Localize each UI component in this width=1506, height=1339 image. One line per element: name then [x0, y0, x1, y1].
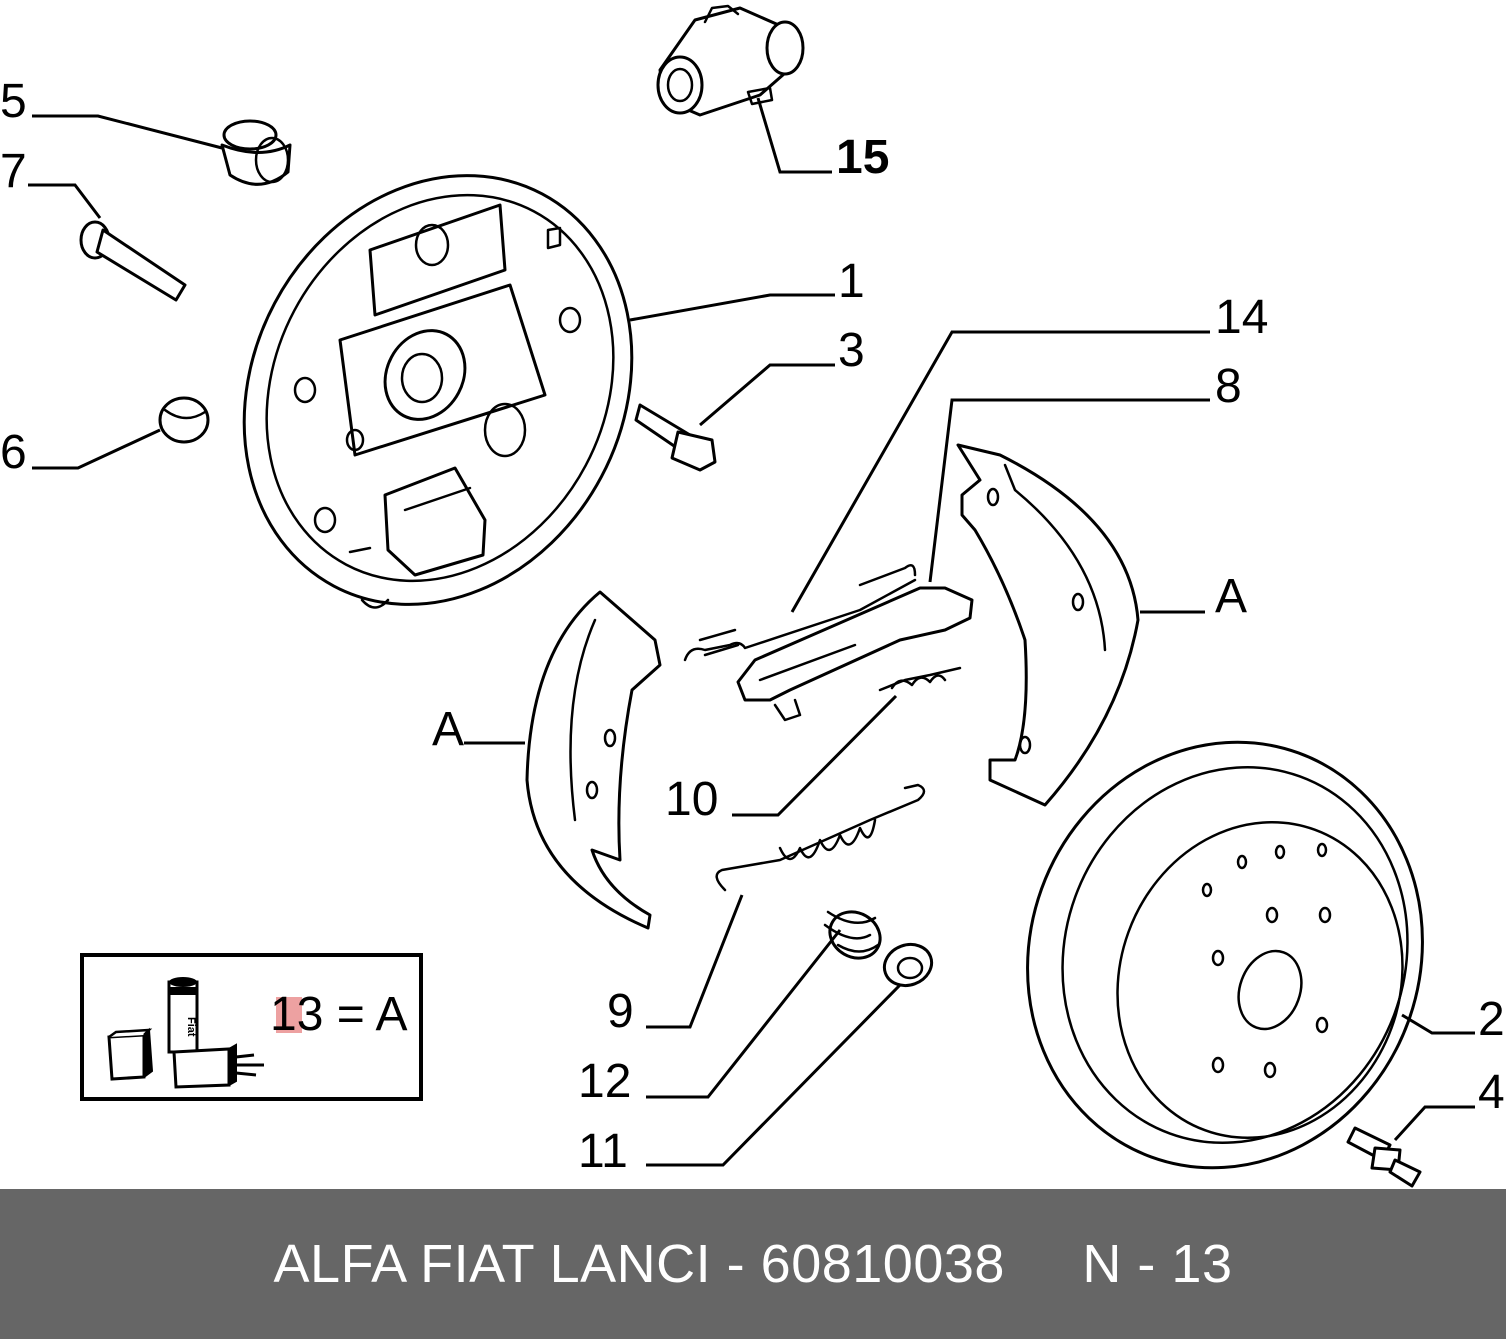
callout-7: 7 — [0, 145, 27, 198]
callout-15: 15 — [836, 131, 889, 184]
lubricant-kit-icon: Fiat — [107, 977, 264, 1089]
callout-10: 10 — [665, 773, 718, 826]
brake-drum-part-2 — [1026, 740, 1424, 1170]
brake-shoe-left — [525, 590, 662, 930]
leader-lines — [28, 97, 1475, 1167]
callout-labels: 5 7 6 15 1 3 14 8 A A 10 9 12 11 2 4 — [0, 75, 1505, 1178]
adjuster-assembly-parts-8-10-14 — [683, 563, 974, 722]
spring-part-9 — [715, 783, 926, 892]
wheel-bolt-part-4 — [1346, 1126, 1422, 1188]
bolt-part-3 — [634, 403, 717, 472]
callout-9: 9 — [607, 985, 634, 1038]
callout-a-left: A — [432, 703, 464, 756]
legend-equation: 13 = A — [270, 988, 408, 1041]
grommet-part-5 — [220, 119, 292, 186]
tube-label: Fiat — [185, 1017, 197, 1037]
callout-2: 2 — [1478, 993, 1505, 1046]
callout-4: 4 — [1478, 1066, 1505, 1119]
callout-a-right: A — [1215, 570, 1247, 623]
callout-5: 5 — [0, 75, 27, 128]
legend-highlight-mark — [276, 997, 302, 1033]
brake-shoe-right — [956, 443, 1140, 807]
wheel-cylinder-part-15 — [656, 4, 805, 117]
callout-6: 6 — [0, 426, 27, 479]
pin-part-7 — [79, 220, 187, 302]
callout-14: 14 — [1215, 291, 1268, 344]
spring-part-12 — [823, 910, 882, 960]
callout-1: 1 — [838, 255, 865, 308]
plug-part-6 — [158, 396, 210, 444]
footer-part-reference: ALFA FIAT LANCI - 60810038 N - 13 — [273, 1234, 1233, 1294]
callout-8: 8 — [1215, 360, 1242, 413]
washer-part-11 — [882, 942, 934, 988]
footer-bar: ALFA FIAT LANCI - 60810038 N - 13 — [0, 1189, 1506, 1339]
backing-plate-part-1 — [242, 174, 634, 609]
callout-12: 12 — [578, 1055, 631, 1108]
legend-box: Fiat 13 = A — [80, 953, 423, 1101]
exploded-parts-diagram: 5 7 6 15 1 3 14 8 A A 10 9 12 11 2 4 — [0, 4, 1505, 1188]
callout-11: 11 — [578, 1125, 628, 1178]
callout-3: 3 — [838, 324, 865, 377]
